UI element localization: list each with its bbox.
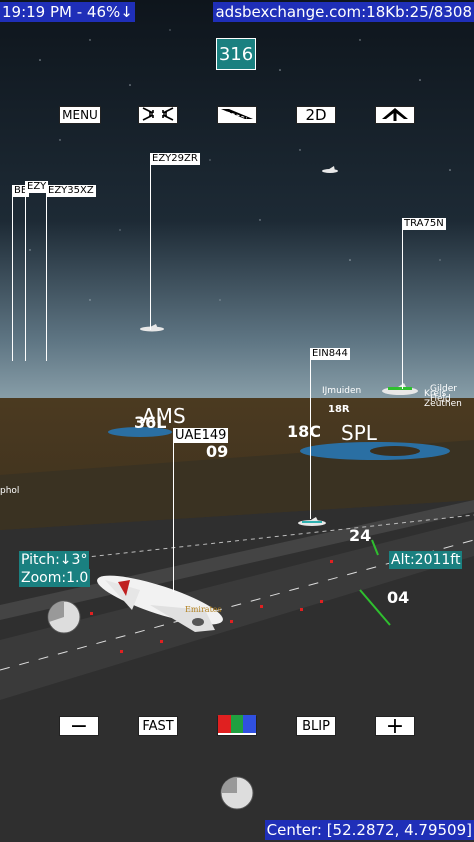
aircraft-label-be[interactable]: BE bbox=[12, 185, 30, 197]
runway-label: 18R bbox=[328, 404, 350, 415]
runway-label: 36L bbox=[134, 413, 167, 432]
airport-label-spl[interactable]: SPL bbox=[341, 421, 377, 445]
rgb-color-icon bbox=[218, 715, 256, 737]
runway-label: 24 bbox=[349, 526, 372, 545]
label-stem bbox=[12, 196, 13, 361]
place-label: Gilder Field bbox=[430, 384, 457, 404]
fast-button[interactable]: FAST bbox=[138, 716, 178, 736]
aircraft-label-ezy35xz[interactable]: EZY35XZ bbox=[46, 185, 96, 197]
place-label: IJmuiden bbox=[322, 386, 362, 396]
zoom-out-button[interactable]: − bbox=[59, 714, 99, 739]
label-stem bbox=[25, 192, 26, 361]
collapse-button[interactable] bbox=[138, 106, 178, 124]
aircraft-label-ezy29zr[interactable]: EZY29ZR bbox=[150, 153, 200, 165]
aircraft-label-uae149[interactable]: UAE149 bbox=[173, 428, 229, 443]
label-stem bbox=[310, 359, 311, 519]
pitch-dial[interactable] bbox=[47, 600, 81, 634]
speed-dial[interactable] bbox=[220, 776, 254, 810]
altitude-readout: Alt:2011ft bbox=[389, 551, 463, 569]
airport-label-ams[interactable]: AMS bbox=[142, 404, 186, 428]
status-source: adsbexchange.com:18Kb:25/8308 bbox=[213, 2, 474, 22]
label-stem bbox=[402, 229, 403, 389]
place-label: phol bbox=[0, 486, 20, 496]
place-label: Kreis Zeuthen bbox=[424, 389, 462, 409]
runway-label: 09 bbox=[206, 442, 229, 461]
pitch-readout: Pitch:↓3° bbox=[19, 551, 90, 569]
label-stem bbox=[173, 442, 174, 592]
label-stem bbox=[46, 196, 47, 361]
aircraft-label-ein844[interactable]: EIN844 bbox=[310, 348, 350, 360]
runway-label: 04 bbox=[387, 588, 410, 607]
label-stem bbox=[150, 164, 151, 330]
menu-button[interactable]: MENU bbox=[59, 106, 101, 124]
zoom-in-button[interactable]: + bbox=[375, 714, 415, 739]
north-up-button[interactable] bbox=[375, 106, 415, 124]
blip-button[interactable]: BLIP bbox=[296, 716, 336, 736]
status-time-battery: 19:19 PM - 46%↓ bbox=[0, 2, 135, 22]
up-arrow-icon bbox=[380, 107, 410, 124]
view-mode-button[interactable]: 2D bbox=[296, 106, 336, 124]
aircraft-label-tra75n[interactable]: TRA75N bbox=[402, 218, 446, 230]
svg-text:Emirates: Emirates bbox=[185, 605, 222, 614]
center-coordinates: Center: [52.2872, 4.79509] bbox=[264, 820, 474, 840]
heading-indicator: 316 bbox=[216, 38, 256, 70]
runway-label: 18C bbox=[287, 422, 322, 441]
color-scheme-button[interactable] bbox=[217, 715, 257, 737]
zoom-readout: Zoom:1.0 bbox=[19, 569, 91, 587]
runway-icon bbox=[219, 107, 255, 124]
aircraft-label-ezy[interactable]: EZY bbox=[25, 181, 49, 193]
collapse-arrows-icon bbox=[140, 106, 176, 124]
runway-toggle-button[interactable] bbox=[217, 106, 257, 124]
